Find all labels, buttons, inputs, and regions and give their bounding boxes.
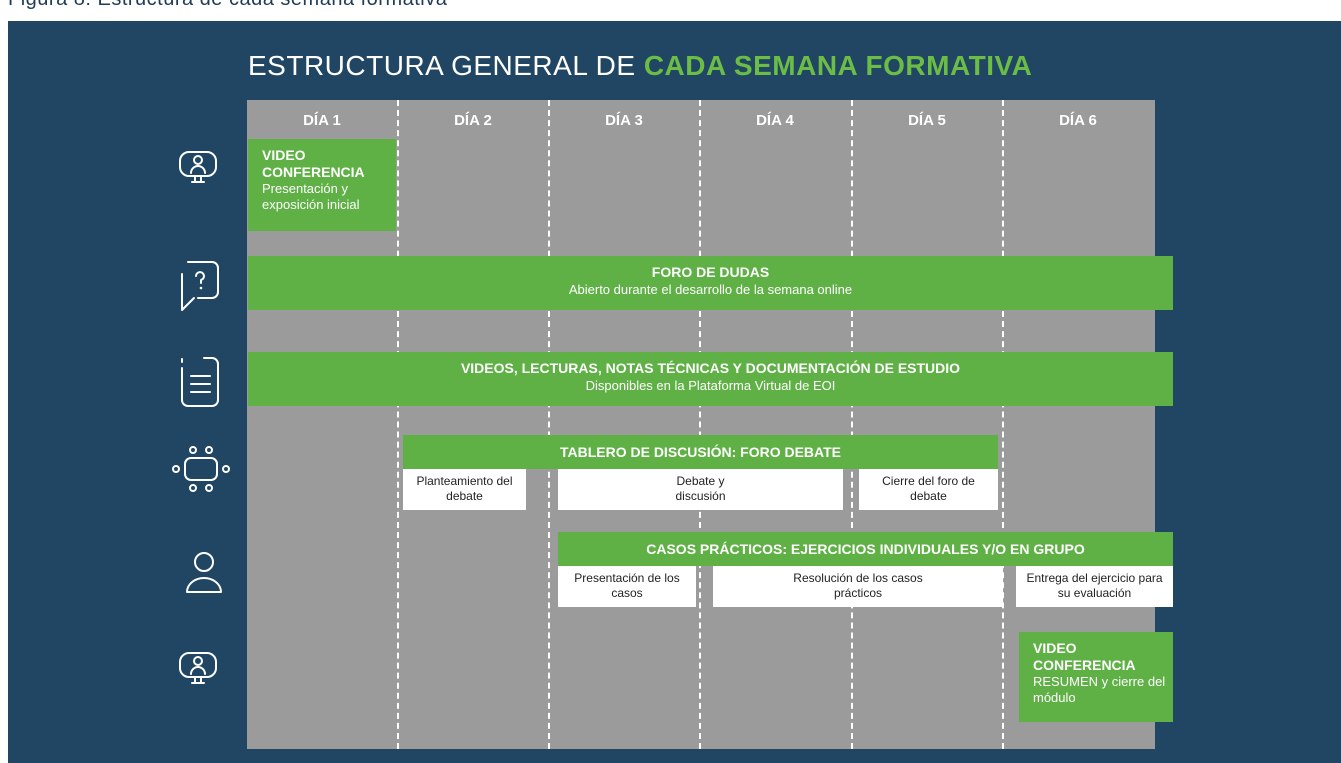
casos-step-3: Entrega del ejercicio para su evaluación: [1016, 566, 1173, 607]
day-header-5: DÍA 5: [908, 112, 946, 129]
casos-step-2: Resolución de los casos prácticos: [713, 566, 1003, 607]
tablero-title: TABLERO DE DISCUSIÓN: FORO DEBATE: [559, 444, 842, 460]
day-header-3: DÍA 3: [605, 112, 643, 129]
tablero-step-1: Planteamiento del debate: [403, 469, 526, 510]
title-highlight: CADA SEMANA FORMATIVA: [643, 50, 1033, 81]
casos-title: CASOS PRÁCTICOS: EJERCICIOS INDIVIDUALES…: [646, 541, 1085, 557]
figure-caption: Figura 8: Estructura de cada semana form…: [8, 0, 447, 11]
title-lead: ESTRUCTURA GENERAL DE: [248, 50, 644, 81]
videoconf-end-box: VIDEO CONFERENCIA RESUMEN y cierre del m…: [1019, 632, 1173, 722]
day-header-2: DÍA 2: [454, 112, 492, 129]
day-header-1: DÍA 1: [303, 112, 341, 129]
videoconf-end-text: RESUMEN y cierre del módulo: [1033, 674, 1166, 705]
casos-step-1: Presentación de los casos: [558, 566, 696, 607]
diagram-title: ESTRUCTURA GENERAL DE CADA SEMANA FORMAT…: [248, 50, 1032, 82]
videoconf-start-title: VIDEO CONFERENCIA: [262, 147, 365, 180]
videoconf-start-text: Presentación y exposición inicial: [262, 181, 360, 212]
meeting-table-icon: [170, 444, 232, 499]
day-separator: [699, 100, 701, 749]
materials-text: Disponibles en la Plataforma Virtual de …: [585, 378, 836, 393]
tablero-bar: TABLERO DE DISCUSIÓN: FORO DEBATE: [403, 435, 998, 469]
day-header-4: DÍA 4: [756, 112, 794, 129]
video-conference-icon: [176, 146, 220, 195]
videoconf-end-title: VIDEO CONFERENCIA: [1033, 640, 1136, 673]
question-chat-icon: [178, 258, 222, 319]
tablero-step-3: Cierre del foro de debate: [859, 469, 998, 510]
foro-dudas-bar: FORO DE DUDAS Abierto durante el desarro…: [248, 256, 1173, 310]
videoconf-start-box: VIDEO CONFERENCIA Presentación y exposic…: [248, 139, 396, 231]
video-conference-icon: [176, 647, 220, 696]
day-separator: [548, 100, 550, 749]
day-separator: [851, 100, 853, 749]
casos-bar: CASOS PRÁCTICOS: EJERCICIOS INDIVIDUALES…: [558, 532, 1173, 566]
materials-bar: VIDEOS, LECTURAS, NOTAS TÉCNICAS Y DOCUM…: [248, 352, 1173, 406]
foro-dudas-title: FORO DE DUDAS: [651, 264, 770, 280]
foro-dudas-text: Abierto durante el desarrollo de la sema…: [568, 282, 853, 297]
document-icon: [178, 354, 222, 415]
person-icon: [182, 548, 226, 603]
tablero-step-2: Debate y discusión: [558, 469, 843, 510]
day-separator: [1002, 100, 1004, 749]
materials-title: VIDEOS, LECTURAS, NOTAS TÉCNICAS Y DOCUM…: [460, 360, 961, 376]
day-separator: [397, 100, 399, 749]
day-header-6: DÍA 6: [1059, 112, 1097, 129]
